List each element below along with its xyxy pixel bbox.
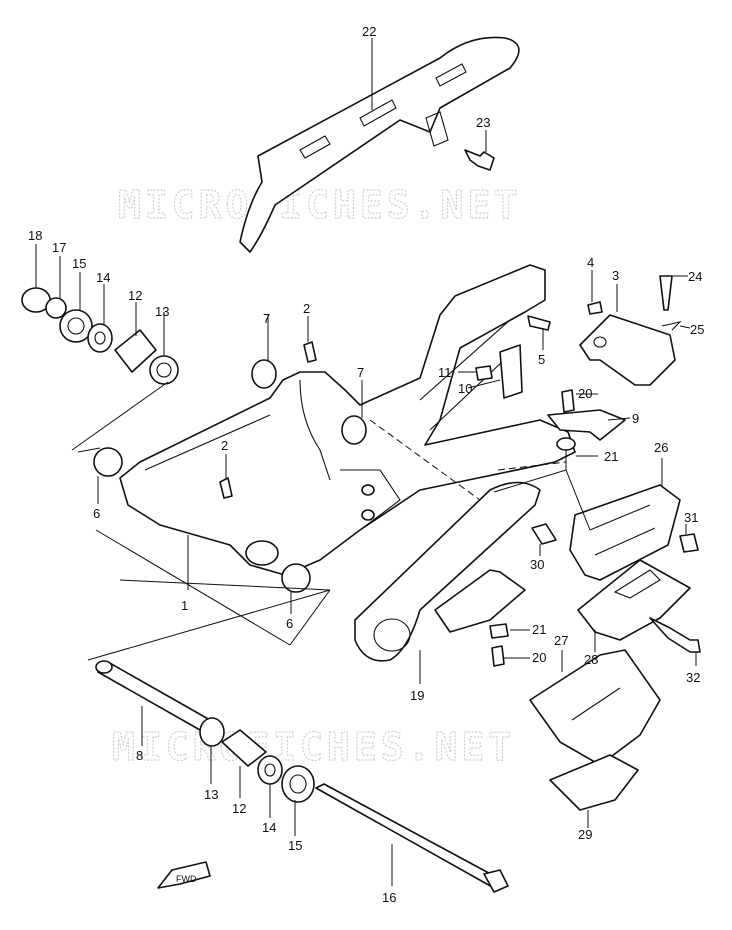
bolt-20-bottom: [491, 645, 530, 667]
part-label: 30: [530, 557, 544, 572]
collar-12-top: [114, 302, 157, 373]
nut-18: [21, 244, 51, 313]
part-label: 1: [181, 598, 188, 613]
part-label: 21: [532, 622, 546, 637]
part-label: 6: [93, 506, 100, 521]
part-label: 19: [410, 688, 424, 703]
part-label: 15: [288, 838, 302, 853]
nut-21-bottom: [489, 623, 530, 639]
part-label: 13: [155, 304, 169, 319]
bracket-9: [547, 409, 631, 441]
fwd-arrow-icon: FWD: [157, 861, 211, 889]
chain-slider-19: [354, 481, 541, 684]
part-label: 25: [690, 322, 704, 337]
washer-17: [45, 256, 67, 319]
part-label: 3: [612, 268, 619, 283]
part-label: 29: [578, 827, 592, 842]
chain-guard-27: [529, 649, 661, 766]
clip-25: [661, 321, 691, 331]
part-label: 23: [476, 115, 490, 130]
part-label: 12: [128, 288, 142, 303]
washer-14-top: [87, 284, 113, 353]
grease-nipple-2-lower: [219, 454, 233, 499]
part-label: 11: [438, 365, 452, 380]
part-label: 2: [221, 438, 228, 453]
bolt-32: [649, 617, 701, 666]
bearing-7-right: [341, 380, 367, 445]
assembly-line-top: [71, 381, 169, 453]
pivot-shaft-16: [315, 783, 509, 893]
washer-14-bottom: [257, 755, 283, 818]
part-label: 31: [684, 510, 698, 525]
part-label: 21: [604, 449, 618, 464]
part-label: 4: [587, 255, 594, 270]
part-label: 26: [654, 440, 668, 455]
part-label: 7: [263, 311, 270, 326]
part-label: 9: [632, 411, 639, 426]
chain-guide-28: [577, 559, 691, 652]
watermark-bottom: MICROFICHES.NET: [112, 725, 515, 769]
bolt-23: [464, 130, 495, 171]
part-label: 20: [532, 650, 546, 665]
collar-12-bottom: [221, 729, 267, 798]
assembly-line-left: [95, 529, 331, 646]
part-label: 6: [286, 616, 293, 631]
part-label: 7: [357, 365, 364, 380]
part-label: 8: [136, 748, 143, 763]
part-label: 24: [688, 269, 702, 284]
bearing-6-right: [281, 563, 311, 614]
bracket-10: [467, 344, 523, 399]
part-label: 14: [262, 820, 276, 835]
bolt-5: [527, 315, 551, 350]
assembly-line-mid: [369, 419, 567, 501]
nut-11: [458, 365, 493, 381]
assembly-line-bottom: [87, 579, 331, 661]
watermark-top: MICROFICHES.NET: [118, 183, 521, 227]
chain-guide-26: [569, 458, 681, 581]
bearing-7-left: [251, 314, 277, 389]
fwd-label: FWD: [176, 874, 197, 884]
part-label: 15: [72, 256, 86, 271]
part-label: 28: [584, 652, 598, 667]
bolt-4: [587, 270, 603, 315]
part-label: 20: [578, 386, 592, 401]
part-label: 22: [362, 24, 376, 39]
washer-21-top: [493, 437, 598, 531]
chain-guard-22: [239, 36, 520, 253]
part-label: 5: [538, 352, 545, 367]
bolt-31: [679, 524, 699, 553]
bearing-6-left: [93, 447, 123, 504]
bolt-30: [531, 523, 557, 556]
bolt-20-top: [561, 389, 598, 413]
part-label: 10: [458, 381, 472, 396]
part-label: 14: [96, 270, 110, 285]
bearing-13-top: [149, 312, 179, 385]
seal-15-top: [59, 272, 93, 343]
plate-29: [549, 754, 639, 828]
part-label: 13: [204, 787, 218, 802]
part-label: 18: [28, 228, 42, 243]
part-label: 12: [232, 801, 246, 816]
bearing-13-bottom: [199, 717, 225, 784]
part-label: 17: [52, 240, 66, 255]
grease-nipple-2-top: [303, 316, 317, 363]
seal-15-bottom: [281, 765, 315, 836]
part-label: 2: [303, 301, 310, 316]
part-label: 27: [554, 633, 568, 648]
part-label: 32: [686, 670, 700, 685]
pin-24: [659, 275, 688, 311]
bracket-3: [579, 284, 676, 386]
part-label: 16: [382, 890, 396, 905]
